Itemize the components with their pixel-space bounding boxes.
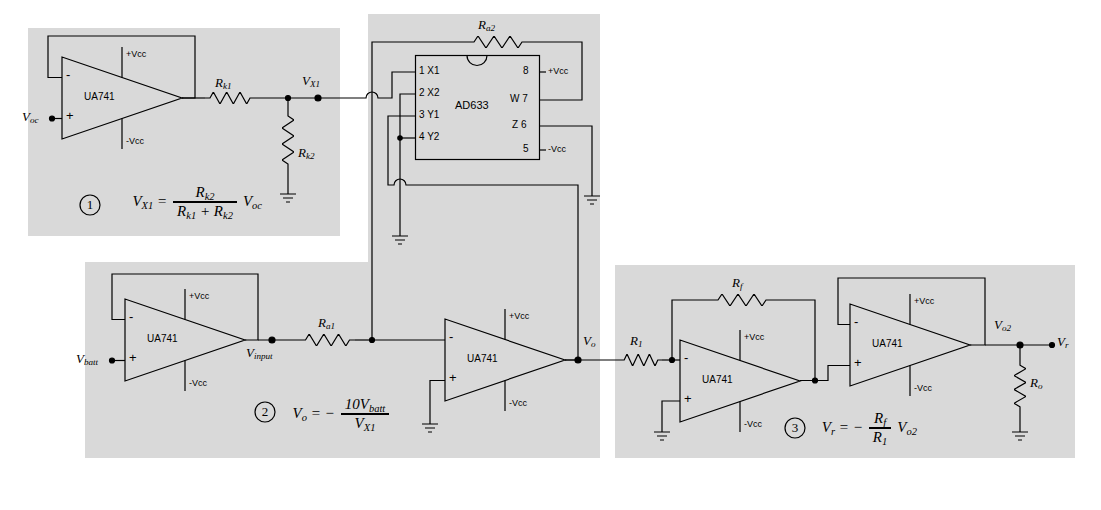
callout-circle: 1 [79, 194, 101, 216]
input-sign: + [129, 351, 137, 366]
opamp-label: UA741 [147, 333, 178, 345]
formula-text: Voc [243, 193, 262, 210]
formula-text: 10Vbatt [345, 396, 386, 413]
callout-number: 3 [784, 417, 806, 439]
signal-label: Vinput [246, 346, 273, 361]
panel-shape [85, 14, 600, 458]
pin-label: 1 X1 [419, 65, 440, 77]
chip-name: AD633 [455, 99, 489, 112]
signal-label: Ro [1030, 376, 1043, 391]
opamp-label: UA741 [702, 374, 733, 386]
input-sign: + [684, 392, 692, 407]
opamp-triangle: - + +Vcc -Vcc UA741 [445, 305, 565, 415]
opamp-label: UA741 [84, 91, 115, 103]
input-sign: + [854, 356, 862, 371]
input-sign: - [449, 330, 453, 345]
supply-label: -Vcc [744, 419, 762, 429]
opamp-symbol [850, 290, 970, 400]
signal-label: Ra2 [478, 18, 495, 33]
callout-circle: 3 [784, 417, 806, 439]
opamp-triangle: - + +Vcc -Vcc UA741 [680, 326, 800, 436]
supply-label: +Vcc [744, 332, 764, 342]
supply-label: +Vcc [509, 311, 529, 321]
formula-text: Vr = − [822, 419, 863, 436]
pin-label: Z 6 [512, 119, 526, 131]
pin-label: 5 [523, 143, 529, 155]
signal-label: Voc [22, 110, 39, 125]
signal-label: Rf [732, 276, 742, 291]
supply-label: -Vcc [548, 144, 566, 154]
formula-text: Vo = − [293, 405, 335, 422]
fraction-bar [173, 201, 237, 202]
signal-label: Rk1 [215, 76, 232, 91]
opamp-symbol [62, 43, 182, 153]
pin-label: W 7 [510, 93, 528, 105]
stage-panel: Vo = −10VbattVX11 X12 X23 Y14 Y28W 7Z 65… [85, 14, 600, 458]
pin-label: 8 [523, 65, 529, 77]
opamp-symbol [445, 305, 565, 415]
formula-text: R1 [873, 429, 887, 446]
input-sign: + [66, 109, 74, 124]
formula-text: Vo2 [897, 419, 917, 436]
input-sign: + [449, 371, 457, 386]
supply-label: -Vcc [509, 398, 527, 408]
supply-label: -Vcc [914, 383, 932, 393]
ic-box: 1 X1 2 X2 3 Y1 4 Y2 8 W 7 Z 6 5 AD633 [415, 55, 540, 160]
signal-label: Vo [583, 334, 596, 349]
fraction-bar [341, 413, 390, 414]
supply-label: +Vcc [189, 291, 209, 301]
opamp-triangle: - + +Vcc -Vcc UA741 [125, 285, 245, 395]
signal-label: Vo2 [994, 318, 1011, 333]
callout-number: 2 [254, 401, 276, 423]
formula-text: VX1 = [132, 193, 167, 210]
fraction-bar [869, 427, 891, 428]
signal-label: Vbatt [76, 352, 98, 367]
supply-label: -Vcc [126, 136, 144, 146]
pin-label: 2 X2 [419, 87, 440, 99]
formula-text: VX1 [355, 415, 376, 432]
signal-label: R1 [630, 334, 643, 349]
supply-label: +Vcc [548, 66, 568, 76]
formula-text: Rf [874, 410, 886, 427]
opamp-label: UA741 [467, 353, 498, 365]
supply-label: +Vcc [914, 296, 934, 306]
signal-label: Vr [1057, 335, 1069, 350]
opamp-triangle: - + +Vcc -Vcc UA741 [62, 43, 182, 153]
callout-circle: 2 [254, 401, 276, 423]
signal-label: Rk2 [298, 146, 315, 161]
formula-text: Rk1 + Rk2 [177, 203, 233, 220]
opamp-symbol [125, 285, 245, 395]
opamp-label: UA741 [872, 338, 903, 350]
signal-label: VX1 [302, 74, 320, 89]
pin-label: 3 Y1 [419, 109, 439, 121]
opamp-triangle: - + +Vcc -Vcc UA741 [850, 290, 970, 400]
stage-panel: Vr = −RfR1Vo23-++Vcc-VccUA741-++Vcc-VccU… [615, 265, 1075, 458]
signal-label: Ra1 [318, 316, 335, 331]
input-sign: - [129, 310, 133, 325]
input-sign: - [66, 68, 70, 83]
input-sign: - [684, 351, 688, 366]
input-sign: - [854, 315, 858, 330]
opamp-symbol [680, 326, 800, 436]
pin-label: 4 Y2 [419, 131, 439, 143]
stage-panel: VX1 = Rk2Rk1 + Rk2 Voc 1 - + +Vcc -Vcc UA741 [28, 28, 340, 236]
callout-number: 1 [79, 194, 101, 216]
supply-label: +Vcc [126, 49, 146, 59]
supply-label: -Vcc [189, 378, 207, 388]
formula-text: Rk2 [195, 184, 214, 201]
